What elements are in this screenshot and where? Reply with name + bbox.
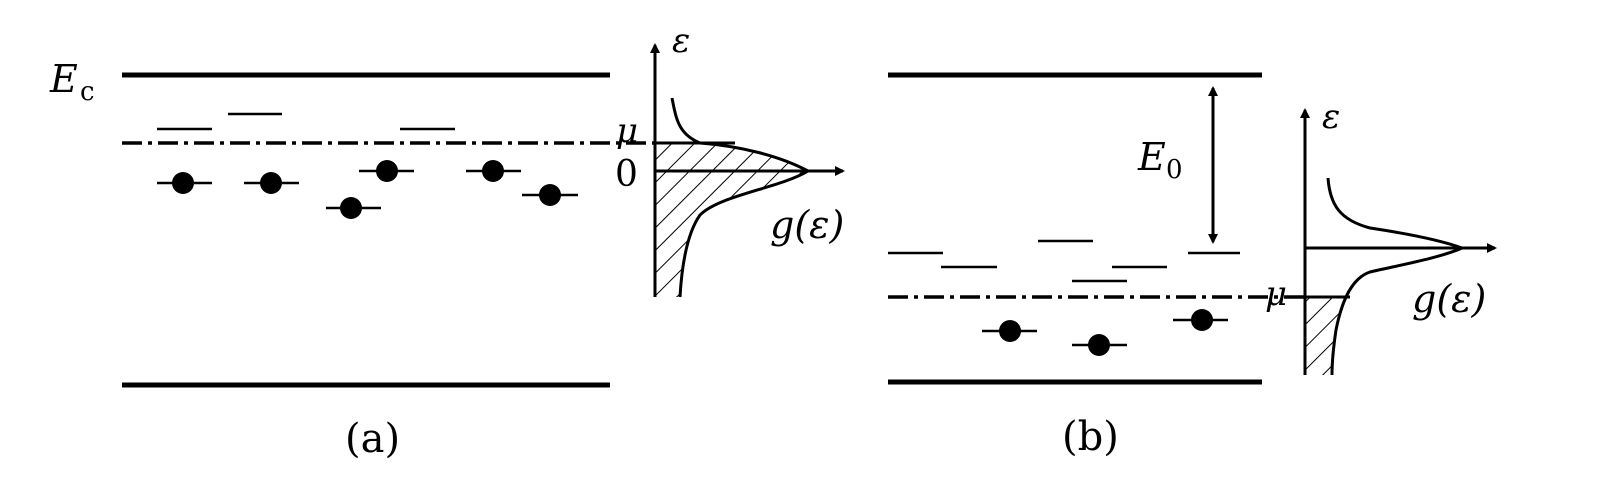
occupied-level-a [157, 172, 212, 194]
dos-axis-label-b: g(ε) [1412, 277, 1486, 321]
dos-plot-b: ε μ g(ε) [1265, 97, 1497, 376]
occupied-level-a [359, 160, 414, 182]
gap-label-b: E [1137, 135, 1166, 179]
mu-label-b: μ [1265, 274, 1287, 314]
band-edge-label-a: E [49, 57, 78, 101]
zero-label-a: 0 [615, 154, 638, 195]
occupied-dos-region-a [655, 143, 808, 297]
energy-axis-label-b: ε [1322, 97, 1340, 137]
band-edge-label-sub-a: c [80, 77, 95, 107]
occupied-level-a [522, 184, 578, 206]
mu-label-a: μ [616, 111, 638, 151]
dos-curve-b [1326, 177, 1466, 376]
gap-label-sub-b: 0 [1166, 155, 1183, 185]
dos-curve-a [670, 97, 812, 298]
dos-axis-label-a: g(ε) [770, 203, 844, 247]
occupied-level-a [466, 160, 521, 182]
caption-a: (a) [345, 416, 400, 462]
dos-plot-a: ε μ 0 g(ε) [615, 21, 845, 298]
occupied-level-b [1072, 334, 1127, 356]
caption-b: (b) [1062, 414, 1119, 460]
occupied-level-b [1173, 309, 1228, 331]
occupied-level-b [982, 320, 1037, 342]
energy-axis-label-a: ε [672, 21, 690, 61]
panel-b: E 0 ε μ g(ε) [888, 72, 1497, 460]
occupied-level-a [326, 197, 381, 219]
panel-a: E c [49, 21, 845, 462]
occupied-dos-region-b [1305, 297, 1350, 375]
occupied-level-a [244, 172, 299, 194]
